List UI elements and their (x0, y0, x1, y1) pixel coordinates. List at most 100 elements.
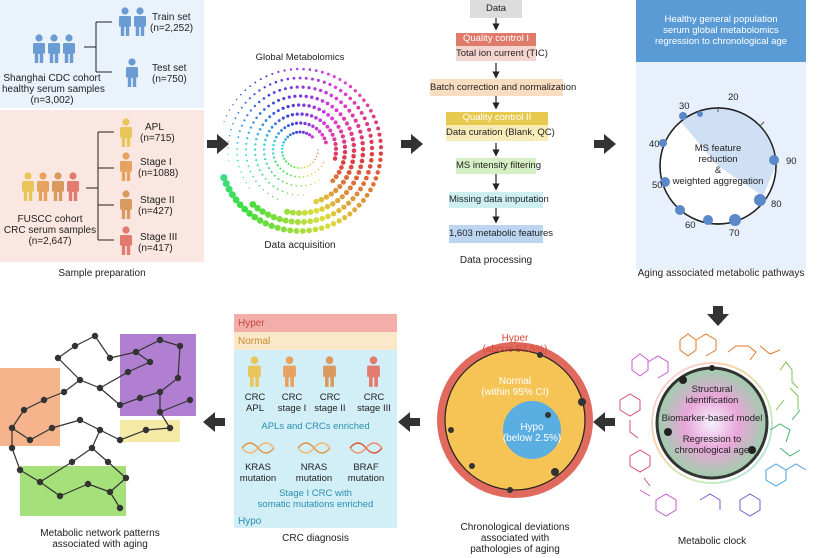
spiral-dot (255, 116, 258, 120)
apl-label: APL (145, 122, 164, 133)
dial-tick-20: 20 (728, 92, 739, 103)
spiral-dot (270, 125, 274, 129)
spiral-dot (272, 143, 275, 147)
spiral-dot (248, 97, 251, 100)
spiral-dot (330, 210, 337, 217)
network-node (104, 458, 112, 466)
spiral-dot (283, 157, 286, 160)
spiral-dot (363, 175, 369, 181)
crc-group-s2-l1: CRC (319, 392, 341, 403)
spiral-dot (333, 146, 339, 151)
spiral-dot (361, 181, 367, 187)
spiral-dot (348, 164, 354, 170)
crc-group-s3-l1: CRC (363, 392, 385, 403)
spiral-dot (268, 83, 272, 86)
crc-group-s1-l1: CRC (281, 392, 303, 403)
spiral-dot (265, 211, 272, 218)
spiral-dot (378, 138, 383, 143)
spiral-dot (344, 175, 349, 180)
spiral-dot (324, 203, 331, 210)
spiral-dot (243, 119, 246, 122)
spiral-dot (236, 201, 244, 209)
network-edge (107, 461, 127, 479)
spiral-dot (264, 119, 268, 122)
network-caption-line2: associated with aging (52, 539, 148, 550)
metabolic-network (0, 332, 196, 516)
clock-line2: identification (685, 395, 739, 406)
spiral-dot (303, 166, 306, 169)
network-node (76, 416, 84, 424)
spiral-dot (227, 147, 229, 149)
dial-tick-70: 70 (729, 228, 740, 239)
spiral-dot (283, 126, 287, 130)
crc-group-s1-l2: stage I (277, 403, 307, 414)
spiral-dot (371, 114, 376, 119)
spiral-dot (242, 176, 245, 179)
spiral-dot (280, 128, 283, 132)
aging-dial (659, 107, 779, 226)
aging-header-line2: serum global metabolomics (663, 25, 779, 36)
stage-i-count: (n=1088) (138, 168, 179, 179)
spiral-dot (276, 188, 279, 190)
spiral-dot (317, 149, 319, 151)
spiral-dot (262, 148, 266, 151)
spiral-dot (330, 201, 336, 207)
spiral-dot (302, 67, 305, 71)
metabolomics-spiral (220, 67, 384, 234)
spiral-dot (343, 104, 348, 109)
spiral-dot (316, 78, 320, 82)
spiral-dot (315, 97, 319, 101)
spiral-dot (348, 84, 353, 89)
spiral-dot (253, 104, 257, 108)
spiral-dot (256, 217, 264, 224)
spiral-dot (265, 162, 268, 165)
spiral-dot (228, 191, 236, 199)
spiral-dot (347, 185, 353, 191)
spiral-dot (258, 127, 262, 131)
spiral-dot (265, 134, 269, 137)
test-set-count: (n=750) (152, 74, 187, 85)
network-edge (127, 361, 151, 373)
spiral-dot (310, 173, 313, 176)
spiral-dot (310, 77, 314, 81)
network-edge (57, 357, 81, 381)
spiral-dot (287, 162, 290, 165)
spiral-dot (371, 181, 376, 187)
spiral-dot (272, 111, 276, 115)
spiral-dot (333, 151, 338, 156)
spiral-dot (267, 167, 270, 170)
network-node (71, 342, 79, 350)
network-edge (51, 419, 81, 429)
spiral-dot (228, 109, 231, 111)
spiral-dot (290, 184, 293, 186)
spiral-dot (360, 152, 366, 158)
spiral-dot (244, 101, 247, 104)
spiral-dot (246, 114, 249, 117)
spiral-dot (274, 80, 278, 84)
spiral-dot (293, 227, 300, 234)
spiral-dot (300, 112, 304, 116)
network-edge (99, 429, 121, 441)
spiral-dot (354, 175, 359, 181)
spiral-dot (301, 85, 305, 89)
spiral-dot (267, 93, 271, 97)
spiral-dot (268, 222, 275, 230)
spiral-dot (259, 208, 266, 215)
spiral-dot (277, 98, 280, 102)
spiral-dot (237, 159, 239, 162)
spiral-dot (245, 142, 248, 145)
spiral-dot (249, 126, 253, 129)
spiral-dot (358, 164, 364, 170)
network-node (156, 336, 164, 344)
network-node (8, 424, 16, 432)
network-node (156, 388, 164, 396)
crc-hypo-label: Hypo (238, 516, 262, 527)
spiral-dot (258, 169, 261, 172)
network-edge (145, 427, 171, 431)
global-metabolomics-title: Global Metabolomics (255, 52, 345, 63)
spiral-dot (232, 122, 234, 125)
network-node (36, 478, 44, 486)
spiral-dot (262, 108, 266, 111)
spiral-dot (244, 148, 248, 151)
spiral-dot (365, 103, 370, 108)
